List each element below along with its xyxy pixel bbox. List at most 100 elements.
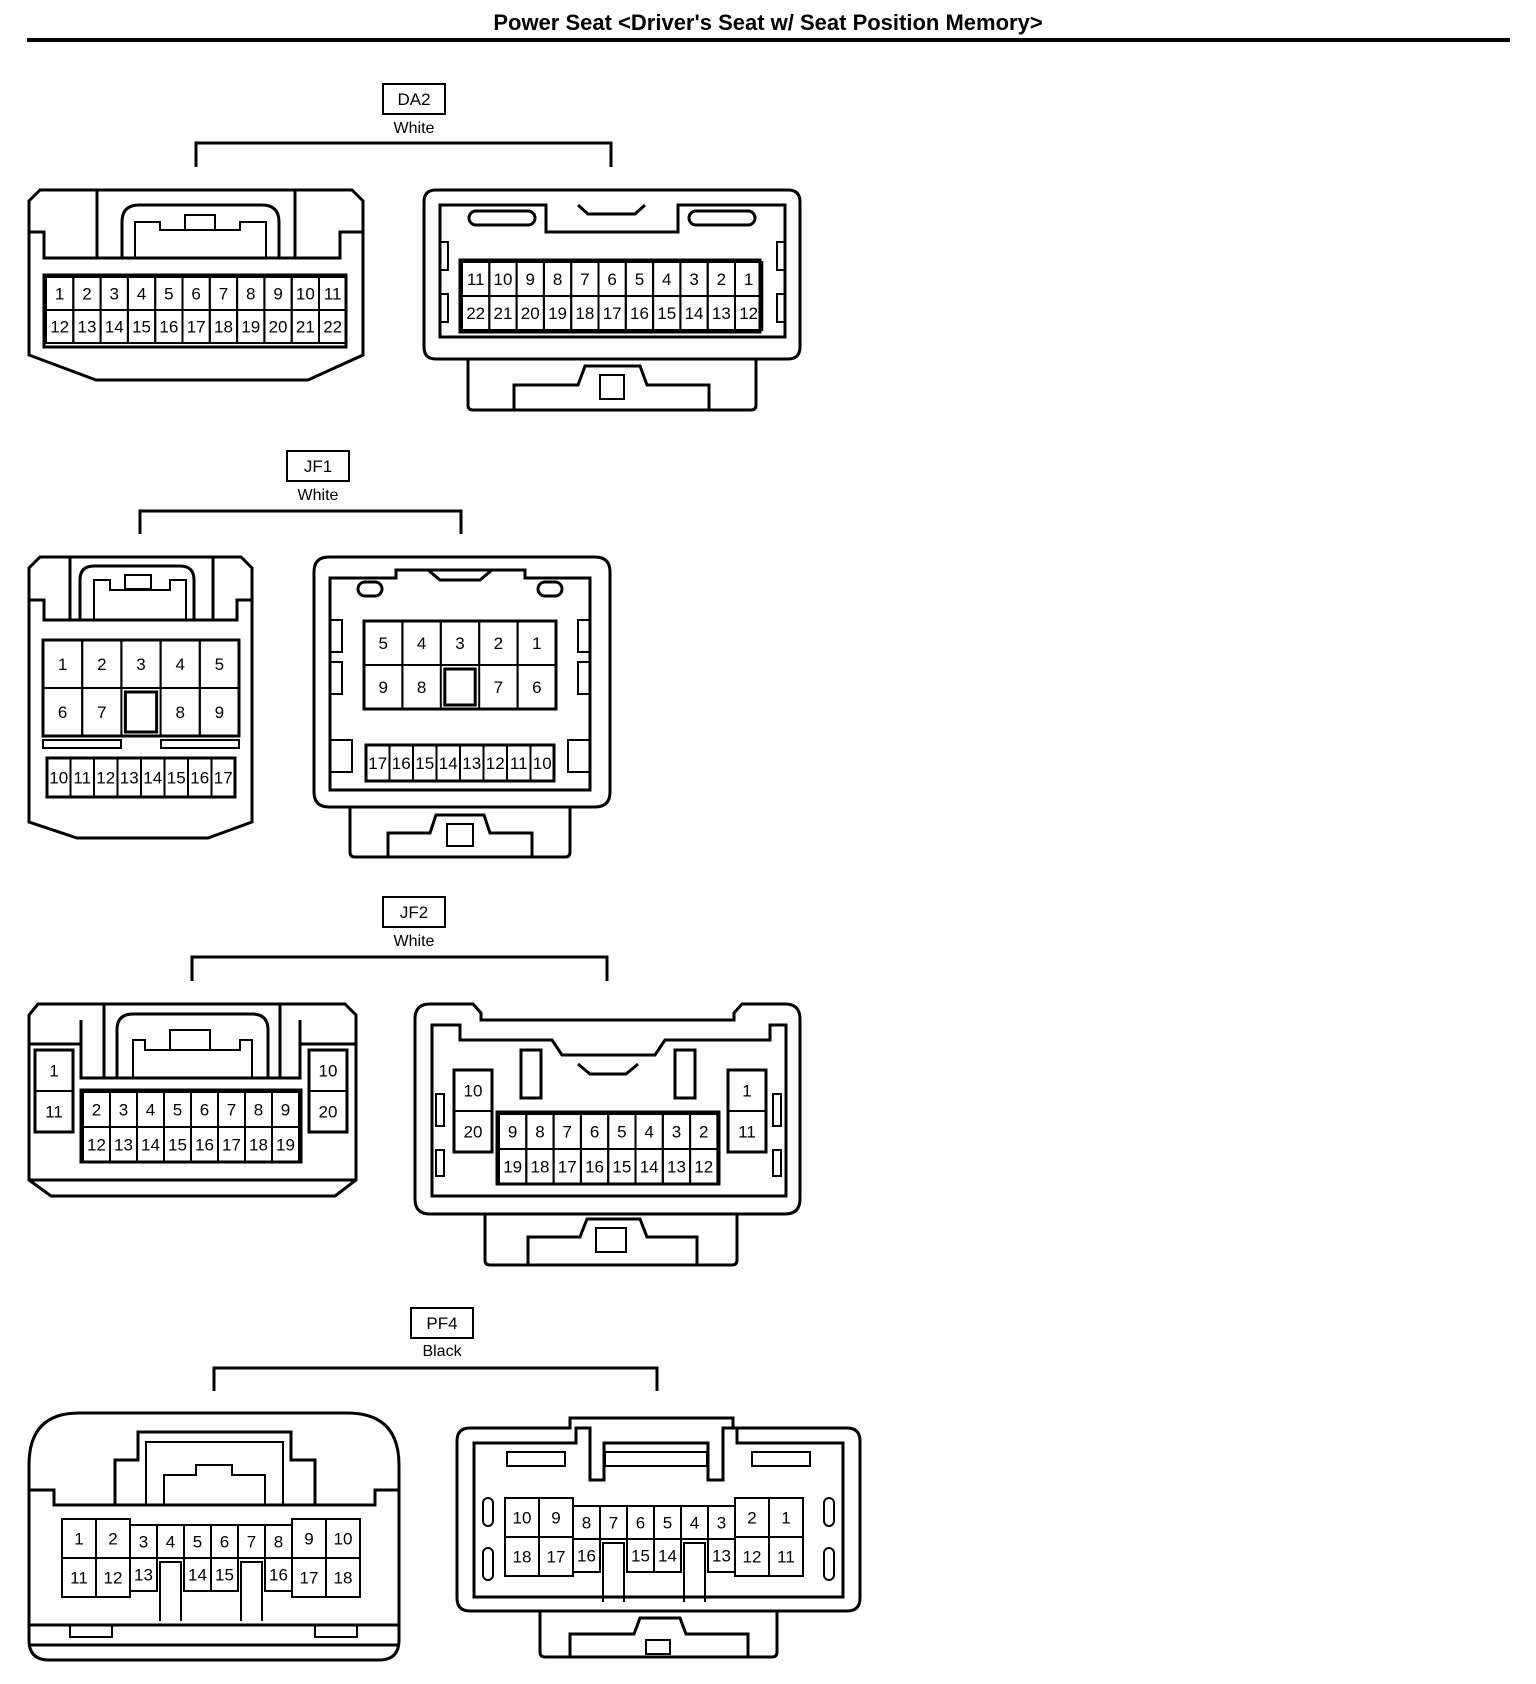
pin-number: 10 — [319, 1062, 338, 1081]
pin-cell: 3 — [120, 639, 162, 689]
pin-number: 10 — [513, 1509, 532, 1528]
pin-cell: 13 — [129, 1557, 158, 1592]
pin-cell: 12 — [734, 1536, 770, 1577]
pin-number: 4 — [662, 270, 671, 289]
pin-number: 3 — [110, 285, 119, 304]
pin-number: 12 — [739, 304, 758, 323]
pin-cell: 6 — [597, 261, 627, 297]
pin-number: 14 — [439, 754, 458, 773]
pin-number: 17 — [558, 1158, 577, 1177]
pin-cell: 16 — [624, 295, 655, 331]
pin-cell: 1 — [42, 639, 84, 689]
pin-number: 2 — [108, 1530, 117, 1549]
pin-cell: 2 — [734, 1497, 770, 1538]
pin-number: 7 — [563, 1123, 572, 1142]
pin-cell: 17 — [291, 1557, 327, 1598]
pin-number: 15 — [168, 1136, 187, 1155]
pin-cell: 15 — [652, 295, 682, 331]
pin-number: 8 — [254, 1101, 263, 1120]
pin-cell: 11 — [61, 1557, 97, 1598]
pin-number: 16 — [269, 1566, 288, 1585]
pin-cell: 2 — [81, 639, 123, 689]
pin-number: 3 — [455, 634, 464, 653]
pin-cell: 11 — [69, 757, 95, 798]
pin-cell: 6 — [626, 1505, 655, 1540]
pin-number: 11 — [45, 1103, 63, 1122]
connector-label-pf4: PF4 Black — [410, 1307, 474, 1360]
pin-number: 15 — [132, 318, 151, 337]
pin-number: 3 — [717, 1514, 726, 1533]
page-title: Power Seat <Driver's Seat w/ Seat Positi… — [493, 10, 1043, 35]
pin-number: 14 — [658, 1547, 677, 1566]
pin-cell: 21 — [290, 309, 321, 344]
pin-number: 14 — [143, 769, 162, 788]
pin-number: 20 — [521, 304, 540, 323]
pin-number: 2 — [717, 270, 726, 289]
pin-cell: 15 — [126, 309, 157, 344]
connector-color: White — [394, 933, 435, 950]
pin-cell: 4 — [156, 1524, 185, 1559]
pin-cell: 9 — [291, 1518, 327, 1559]
pin-cell: 2 — [706, 261, 737, 297]
pin-cell: 9 — [263, 276, 293, 311]
pin-number: 4 — [690, 1514, 699, 1533]
pin-number: 18 — [334, 1569, 353, 1588]
pin-number: 16 — [630, 304, 649, 323]
pin-cell: 7 — [570, 261, 600, 297]
pin-cell: 18 — [525, 1148, 555, 1185]
pin-number: 13 — [77, 318, 96, 337]
connector-label-jf1: JF1 White — [286, 450, 350, 504]
pin-cell: 5 — [653, 1505, 682, 1540]
pin-number: 17 — [603, 304, 622, 323]
pin-cell: 1 — [45, 276, 75, 311]
pin-cell: 17 — [597, 295, 627, 331]
pin-cell: 9 — [538, 1497, 574, 1538]
pin-number: 8 — [246, 285, 255, 304]
pin-number: 17 — [214, 769, 233, 788]
pin-number: 18 — [575, 304, 594, 323]
pin-cell: 12 — [689, 1148, 719, 1185]
pin-number: 19 — [276, 1136, 295, 1155]
pin-cell: 13 — [116, 757, 142, 798]
pin-cell: 9 — [498, 1113, 528, 1150]
pin-number: 6 — [200, 1101, 209, 1120]
pin-number: 5 — [193, 1533, 202, 1552]
pin-number: 14 — [105, 318, 124, 337]
connector-id: JF2 — [400, 903, 428, 922]
pin-number: 3 — [119, 1101, 128, 1120]
pin-number: 8 — [582, 1514, 591, 1533]
pin-number: 11 — [70, 1569, 88, 1588]
pin-number: 16 — [159, 318, 178, 337]
pin-number: 14 — [640, 1158, 659, 1177]
pin-number: 13 — [134, 1566, 153, 1585]
pin-cell: 3 — [661, 1113, 692, 1150]
pin-cell: 2 — [689, 1113, 719, 1150]
pin-number: 8 — [175, 703, 184, 722]
pin-number: 2 — [494, 634, 503, 653]
pin-cell: 10 — [290, 276, 321, 311]
pin-cell: 4 — [136, 1091, 165, 1128]
pin-number: 4 — [175, 655, 184, 674]
pin-cell: 21 — [488, 295, 518, 331]
pin-cell: 3 — [707, 1505, 736, 1540]
pin-number: 15 — [415, 754, 434, 773]
pin-cell: 12 — [482, 744, 508, 782]
pin-cell: 22 — [461, 295, 491, 331]
pin-number: 10 — [334, 1530, 353, 1549]
pin-number: 13 — [667, 1158, 686, 1177]
pin-number: 6 — [607, 270, 616, 289]
pin-cell: 8 — [572, 1505, 601, 1540]
pin-cell: 8 — [525, 1113, 555, 1150]
pin-number: 11 — [777, 1548, 795, 1567]
pin-number: 13 — [120, 769, 139, 788]
connector-color: White — [298, 487, 339, 504]
pin-number: 9 — [273, 285, 282, 304]
pin-number: 15 — [215, 1566, 234, 1585]
pin-number: 14 — [141, 1136, 160, 1155]
pin-number: 2 — [97, 655, 106, 674]
